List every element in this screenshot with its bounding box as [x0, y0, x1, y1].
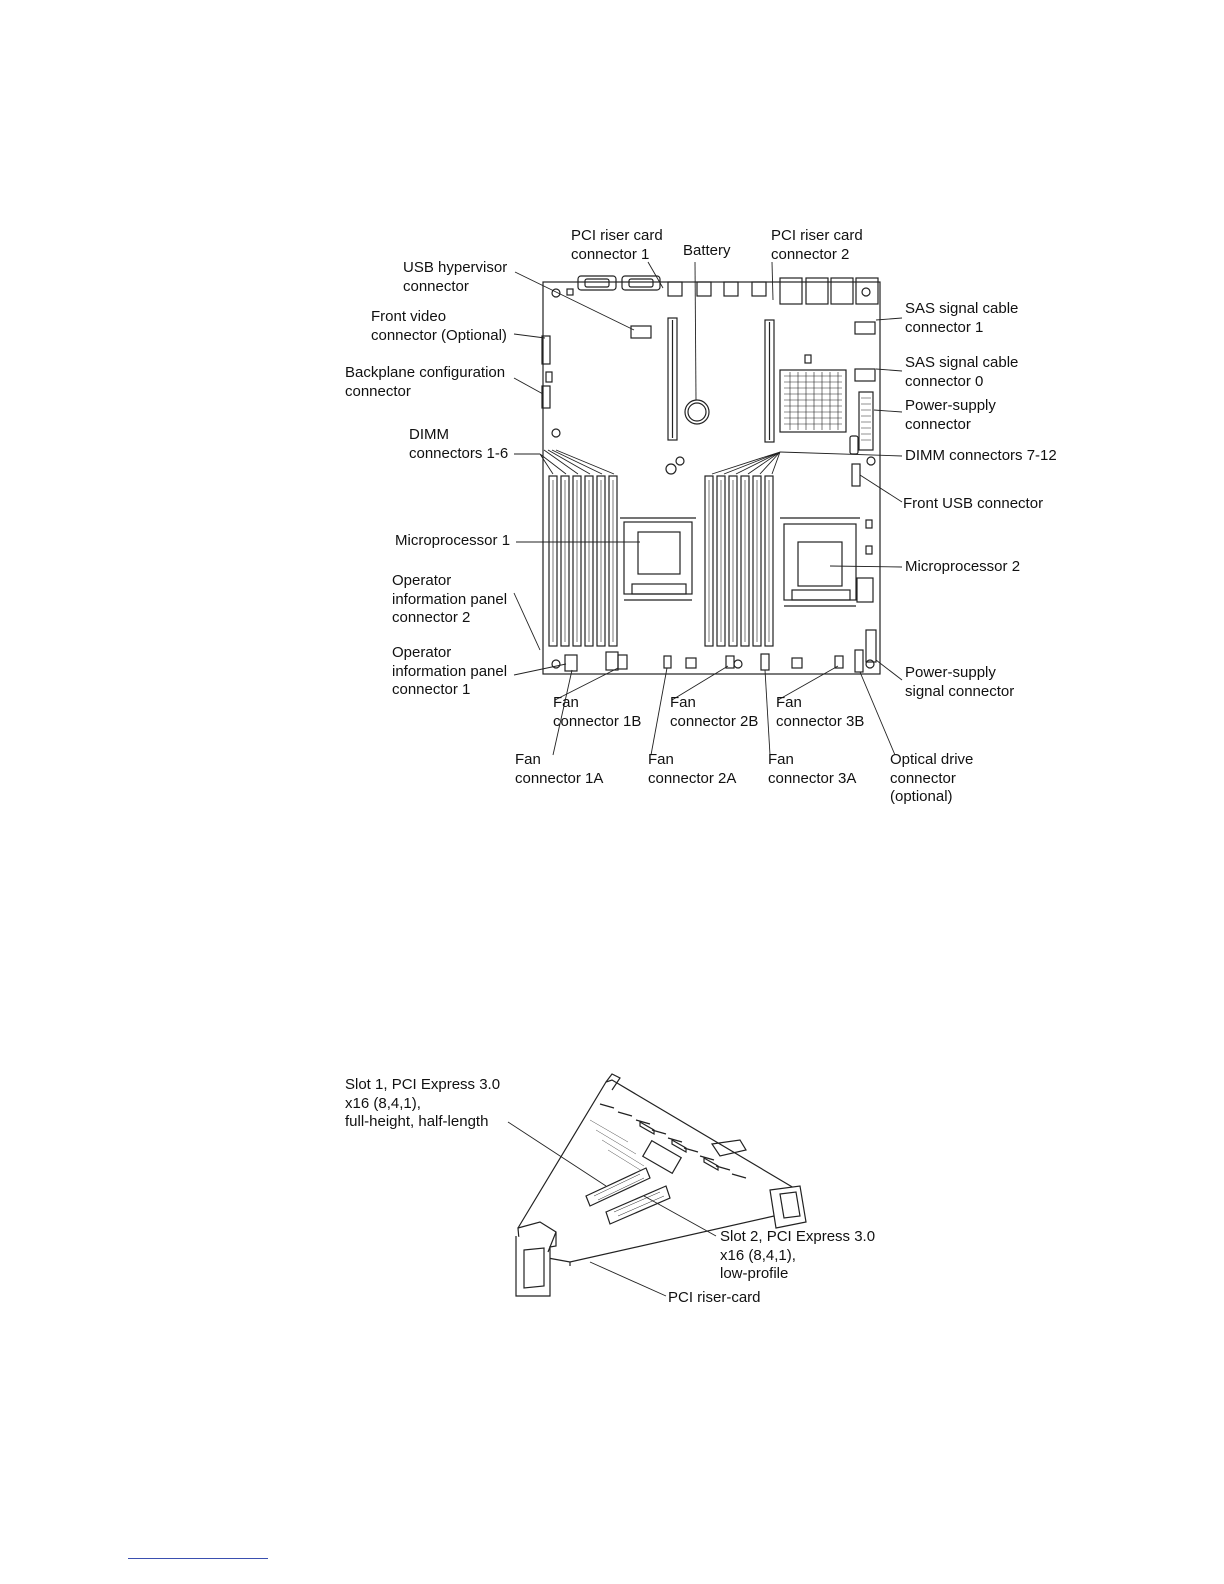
- label-fan-connector-1b: Fan connector 1B: [553, 694, 642, 730]
- label-front-usb-connector: Front USB connector: [903, 495, 1044, 512]
- label-fan-connector-3b: Fan connector 3B: [776, 694, 865, 730]
- sas-connector-0: [854, 368, 876, 382]
- label-fan-connector-2a: Fan connector 2A: [648, 751, 737, 787]
- microprocessor-1-socket: [620, 517, 696, 601]
- label-optical-drive-connector: Optical drive connector (optional): [890, 751, 974, 805]
- label-microprocessor-2: Microprocessor 2: [905, 558, 1021, 575]
- battery: [684, 399, 710, 425]
- optical-drive-connector: [854, 649, 864, 673]
- label-pci-riser-card: PCI riser-card: [668, 1289, 761, 1306]
- ps-signal-connector: [865, 629, 877, 663]
- label-operator-panel-connector-1: Operator information panel connector 1: [392, 644, 508, 698]
- power-supply-connector: [858, 391, 874, 451]
- label-fan-connector-1a: Fan connector 1A: [515, 751, 604, 787]
- label-slot-1: Slot 1, PCI Express 3.0 x16 (8,4,1), ful…: [345, 1076, 501, 1130]
- fan-connector-1b: [617, 654, 628, 670]
- slot-1-connector: [585, 1167, 651, 1207]
- label-battery: Battery: [683, 242, 731, 259]
- riser-leader-lines: [507, 1121, 717, 1297]
- leader-lines: [513, 261, 903, 756]
- label-usb-hypervisor-connector: USB hypervisor connector: [403, 259, 508, 295]
- chipset-heatsink: [779, 369, 847, 433]
- dimm-slots-1-6: [548, 475, 618, 647]
- dimm-slots-7-12: [704, 475, 774, 647]
- fan-connector-2a: [663, 655, 672, 669]
- microprocessor-2-socket: [780, 517, 860, 607]
- pci-riser-card-diagram: [507, 1073, 807, 1297]
- usb-hypervisor-connector: [630, 325, 652, 339]
- label-dimm-connectors-1-6: DIMM connectors 1-6: [409, 426, 509, 462]
- label-backplane-configuration-connector: Backplane configuration connector: [345, 364, 506, 400]
- label-slot-2: Slot 2, PCI Express 3.0 x16 (8,4,1), low…: [720, 1228, 876, 1282]
- label-operator-panel-connector-2: Operator information panel connector 2: [392, 572, 508, 626]
- pci-riser-slot-2: [764, 319, 775, 443]
- sas-connector-1: [854, 321, 876, 335]
- op-panel-connector-1: [564, 654, 578, 672]
- fan-connector-3b: [834, 655, 844, 669]
- front-video-connector: [541, 335, 551, 365]
- footer-rule: [128, 1558, 268, 1559]
- label-power-supply-signal-connector: Power-supply signal connector: [905, 664, 1015, 700]
- label-front-video-connector: Front video connector (Optional): [371, 308, 507, 344]
- fan-connector-2b: [725, 655, 735, 669]
- system-board-outline: [542, 281, 881, 675]
- label-microprocessor-1: Microprocessor 1: [395, 532, 511, 549]
- slot-2-connector: [605, 1185, 671, 1225]
- backplane-config-connector: [541, 385, 551, 409]
- label-power-supply-connector: Power-supply connector: [905, 397, 996, 433]
- label-pci-riser-card-connector-2: PCI riser card connector 2: [771, 227, 863, 263]
- label-sas-signal-cable-connector-0: SAS signal cable connector 0: [905, 354, 1019, 390]
- label-fan-connector-2b: Fan connector 2B: [670, 694, 759, 730]
- rear-connectors: [566, 275, 879, 305]
- label-pci-riser-card-connector-1: PCI riser card connector 1: [571, 227, 663, 263]
- label-sas-signal-cable-connector-1: SAS signal cable connector 1: [905, 300, 1019, 336]
- pci-riser-slot-1: [667, 317, 678, 441]
- label-dimm-connectors-7-12: DIMM connectors 7-12: [905, 447, 1057, 464]
- label-fan-connector-3a: Fan connector 3A: [768, 751, 857, 787]
